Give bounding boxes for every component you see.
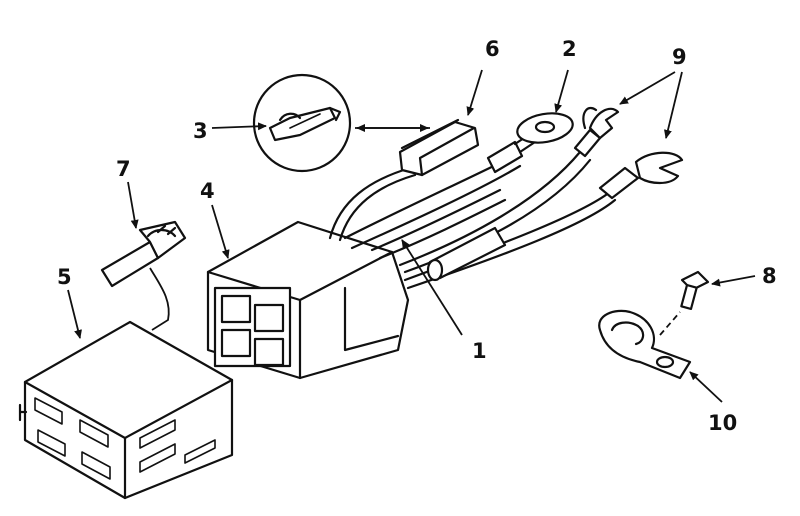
callout-label-4: 4 (200, 179, 215, 203)
female-terminal-part-7 (100, 220, 187, 331)
callout-label-6: 6 (485, 37, 500, 61)
cable-clamp-part-10 (598, 309, 692, 380)
inline-connector-part-6 (398, 118, 480, 177)
screw-part-8 (680, 270, 710, 311)
connector-block-part-5 (18, 320, 234, 500)
callout-label-3: 3 (193, 119, 208, 143)
callout-label-9: 9 (672, 45, 687, 69)
spade-terminal-lower-part-9 (598, 151, 684, 200)
callout-label-5: 5 (57, 265, 72, 289)
leader-lines (67, 69, 756, 403)
callout-label-2: 2 (562, 37, 577, 61)
callout-label-7: 7 (116, 157, 131, 181)
callout-label-1: 1 (472, 339, 487, 363)
callout-labels: 1 2 3 4 5 6 7 8 9 10 (57, 37, 777, 435)
wire-harness-part-1 (328, 150, 617, 290)
callout-label-8: 8 (762, 264, 777, 288)
connector-housing-part-4 (206, 220, 410, 380)
terminal-detail-inset-part-3 (252, 73, 352, 173)
spade-terminal-upper-part-9 (573, 106, 620, 158)
ring-terminal-part-2 (486, 112, 574, 174)
callout-label-10: 10 (708, 411, 737, 435)
